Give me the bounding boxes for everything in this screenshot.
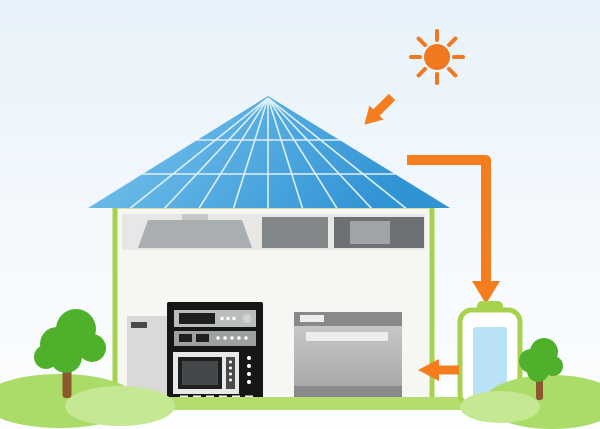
panel-slot	[196, 334, 209, 342]
roof-grid-line	[267, 97, 409, 208]
microwave-window	[182, 361, 218, 385]
display-screen	[179, 313, 215, 324]
bush-mound	[460, 391, 540, 423]
roof-to-battery-arrow	[407, 155, 500, 304]
foliage-blob	[34, 345, 58, 369]
upstairs-window-pane	[350, 221, 390, 244]
roof-grid-line	[267, 97, 304, 208]
button-dot	[247, 356, 251, 360]
sun-icon	[409, 29, 465, 85]
appliance-stack	[167, 302, 263, 402]
cabinet-handle	[131, 322, 147, 328]
range-hood	[138, 220, 252, 248]
bush-mound	[65, 386, 175, 426]
roof-grid	[95, 97, 445, 208]
control-panel-mid	[174, 331, 256, 346]
sun-ray	[416, 36, 427, 47]
tree-foliage	[34, 309, 106, 373]
upstairs-window	[262, 217, 328, 248]
roof-grid-line	[162, 97, 269, 208]
range-hood-duct	[182, 214, 208, 222]
vent-dash	[180, 395, 188, 398]
button-dot	[247, 364, 251, 368]
bush-right	[460, 375, 600, 429]
roof-to-battery-arrow-shaft	[407, 155, 491, 283]
roof-grid-line	[267, 97, 374, 208]
battery-cell	[473, 327, 507, 397]
vent-dash	[219, 395, 227, 398]
button-dot	[216, 336, 220, 340]
roof-grid-line	[232, 97, 269, 208]
foliage-blob	[50, 341, 82, 373]
vent-dash	[232, 395, 240, 398]
button-dot	[232, 316, 236, 321]
second-floor-band	[122, 214, 425, 250]
foliage-blob	[527, 360, 549, 382]
button-dot	[229, 378, 232, 382]
sun-disc	[424, 44, 450, 70]
button-dot	[237, 336, 241, 340]
button-dot	[230, 336, 234, 340]
tree-foliage	[519, 338, 563, 382]
button-dots	[216, 336, 248, 340]
dishwasher-kickplate	[294, 386, 402, 398]
button-dot	[244, 336, 248, 340]
sun-ray	[447, 67, 458, 78]
button-dot	[223, 336, 227, 340]
appliances	[127, 302, 402, 402]
button-dot	[229, 366, 232, 370]
sunlight-arrow	[364, 93, 396, 125]
sunlight-arrow-head	[364, 105, 384, 125]
vent-dash	[193, 395, 201, 398]
roof-to-battery-arrow-head	[472, 281, 500, 304]
button-dot	[226, 316, 230, 321]
house	[112, 203, 435, 409]
control-knob	[242, 314, 252, 323]
sun-ray	[447, 36, 458, 47]
sun-ray	[416, 67, 427, 78]
vent-dash	[206, 395, 214, 398]
side-control-dots	[247, 356, 251, 384]
battery-to-appliance-arrow	[418, 359, 459, 381]
panel-slot	[179, 334, 192, 342]
button-dot	[229, 372, 232, 376]
roof-grid-line	[127, 97, 269, 208]
roof-grid-line	[267, 97, 339, 208]
button-dot	[220, 316, 224, 321]
button-dots	[220, 316, 236, 321]
dishwasher-label	[300, 315, 324, 322]
bush-left	[0, 374, 175, 428]
roof-grid-line	[197, 97, 269, 208]
tree-right	[519, 338, 563, 400]
foliage-blob	[78, 334, 106, 362]
dishwasher	[294, 312, 402, 398]
button-dot	[247, 380, 251, 384]
dishwasher-handle	[306, 332, 388, 341]
battery-to-appliance-arrow-head	[418, 359, 439, 381]
button-dot	[229, 360, 232, 364]
solar-roof	[88, 96, 450, 208]
sun-rays	[409, 29, 465, 85]
bottom-vent-dashes	[180, 395, 253, 398]
microwave-control-dots	[229, 360, 232, 382]
vent-dash	[245, 395, 253, 398]
button-dot	[247, 372, 251, 376]
tree-left	[34, 309, 106, 398]
roof-shape	[88, 96, 450, 208]
sunlight-arrow-shaft	[371, 93, 396, 118]
